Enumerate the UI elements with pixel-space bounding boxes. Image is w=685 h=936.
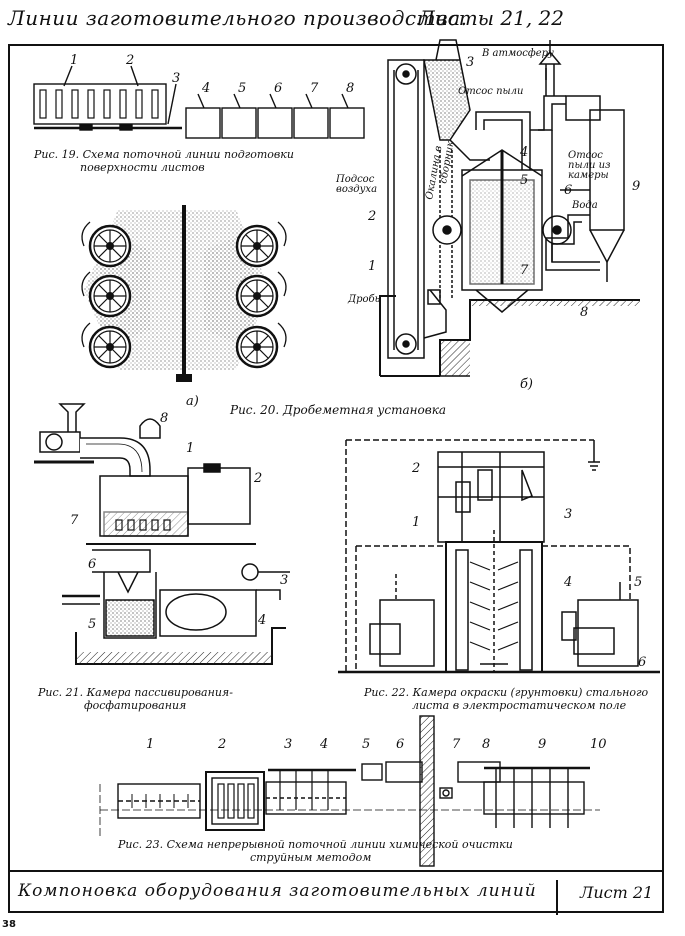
fig19-caption-line2: поверхности листов [80,161,205,174]
fig19-diagram [33,65,365,139]
fig20-part-a: а) [186,394,199,409]
fig22-label-5: 5 [634,575,642,590]
fig22-caption-line1: Рис. 22. Камера окраски (грунтовки) стал… [364,686,649,699]
fig21-caption: Рис. 21. Камера пассивирования- фосфатир… [38,686,233,712]
callout-shot: Дробь [347,294,380,305]
page-number: 38 [2,919,16,930]
sheet-range: Листы 21, 22 [418,6,564,30]
fig23-label-10: 10 [590,737,607,752]
fig19-caption-line1: Рис. 19. Схема поточной линии подготовки [34,148,294,161]
fig19-caption: Рис. 19. Схема поточной линии подготовки… [34,148,294,174]
fig21-label-7: 7 [70,513,79,528]
fig20-label-5: 5 [520,173,528,188]
callout-water: Вода [571,200,598,211]
callout-chamber-suction-1: Отсос [568,150,603,161]
fig21-caption-line2: фосфатирования [84,699,187,712]
fig21-label-2: 2 [253,471,262,486]
fig22-label-4: 4 [563,575,572,590]
title-block-main: Компоновка оборудования заготовительных … [18,881,537,901]
fig21-label-3: 3 [280,573,288,588]
page-title: Линии заготовительного производства. [8,6,468,30]
fig22-label-6: 6 [638,655,646,670]
fig22-label-1: 1 [412,515,420,530]
fig21-label-4: 4 [257,613,266,628]
fig20-caption: Рис. 20. Дробеметная установка [230,403,447,417]
fig23-label-6: 6 [396,737,404,752]
fig21-label-8: 8 [160,411,168,426]
fig20b-diagram [379,39,640,377]
fig19-label-1: 1 [70,53,78,68]
fig23-caption: Рис. 23. Схема непрерывной поточной лини… [118,838,513,864]
fig20-label-2: 2 [367,209,376,224]
fig23-diagram [99,715,600,867]
fig19-label-6: 6 [274,81,282,96]
fig22-caption-line2: листа в электростатическом поле [412,699,627,712]
fig20a-diagram [81,205,287,382]
fig23-label-8: 8 [482,737,490,752]
callout-air-intake-1: Подсос [335,174,375,185]
fig21-caption-line1: Рис. 21. Камера пассивирования- [38,686,233,699]
title-block-divider [556,880,558,915]
fig19-label-3: 3 [172,71,180,86]
fig21-diagram [34,403,290,665]
fig23-label-4: 4 [319,737,328,752]
fig23-label-2: 2 [217,737,226,752]
fig20-label-4: 4 [519,145,528,160]
fig23-caption-line2: струйным методом [250,851,372,864]
fig20-label-1: 1 [368,259,376,274]
fig23-label-9: 9 [538,737,546,752]
figure-labels: 1 2 3 4 5 6 7 8 а) б) 1 2 3 4 5 6 7 8 9 … [70,48,646,752]
fig20-label-6: 6 [564,183,572,198]
fig20-part-b: б) [520,377,533,392]
fig23-label-1: 1 [146,737,154,752]
callout-atmosphere: В атмосферу [481,48,554,59]
fig21-label-1: 1 [186,441,194,456]
fig22-label-2: 2 [411,461,420,476]
fig19-label-4: 4 [201,81,210,96]
fig22-diagram [338,439,660,674]
title-block: Компоновка оборудования заготовительных … [8,870,664,915]
callout-chamber-suction-2: пыли из [568,160,610,171]
fig22-label-3: 3 [564,507,572,522]
fig23-label-5: 5 [362,737,370,752]
drawing-frame [8,44,664,913]
callout-chamber-suction-3: камеры [568,170,609,181]
fig19-label-5: 5 [238,81,246,96]
fig23-caption-line1: Рис. 23. Схема непрерывной поточной лини… [118,838,513,851]
callout-dust-suction: Отсос пыли [458,86,523,97]
fig19-label-2: 2 [125,53,134,68]
title-block-sheet: Лист 21 [580,883,654,902]
fig23-label-7: 7 [452,737,461,752]
fig21-label-6: 6 [88,557,96,572]
fig20-label-7: 7 [520,263,529,278]
fig20-label-8: 8 [580,305,588,320]
fig20-label-9: 9 [632,179,640,194]
fig22-caption: Рис. 22. Камера окраски (грунтовки) стал… [364,686,648,712]
callout-air-intake-2: воздуха [336,184,377,195]
fig19-label-7: 7 [310,81,319,96]
fig19-label-8: 8 [346,81,354,96]
fig20-label-3: 3 [466,55,474,70]
fig21-label-5: 5 [88,617,96,632]
fig23-label-3: 3 [284,737,292,752]
